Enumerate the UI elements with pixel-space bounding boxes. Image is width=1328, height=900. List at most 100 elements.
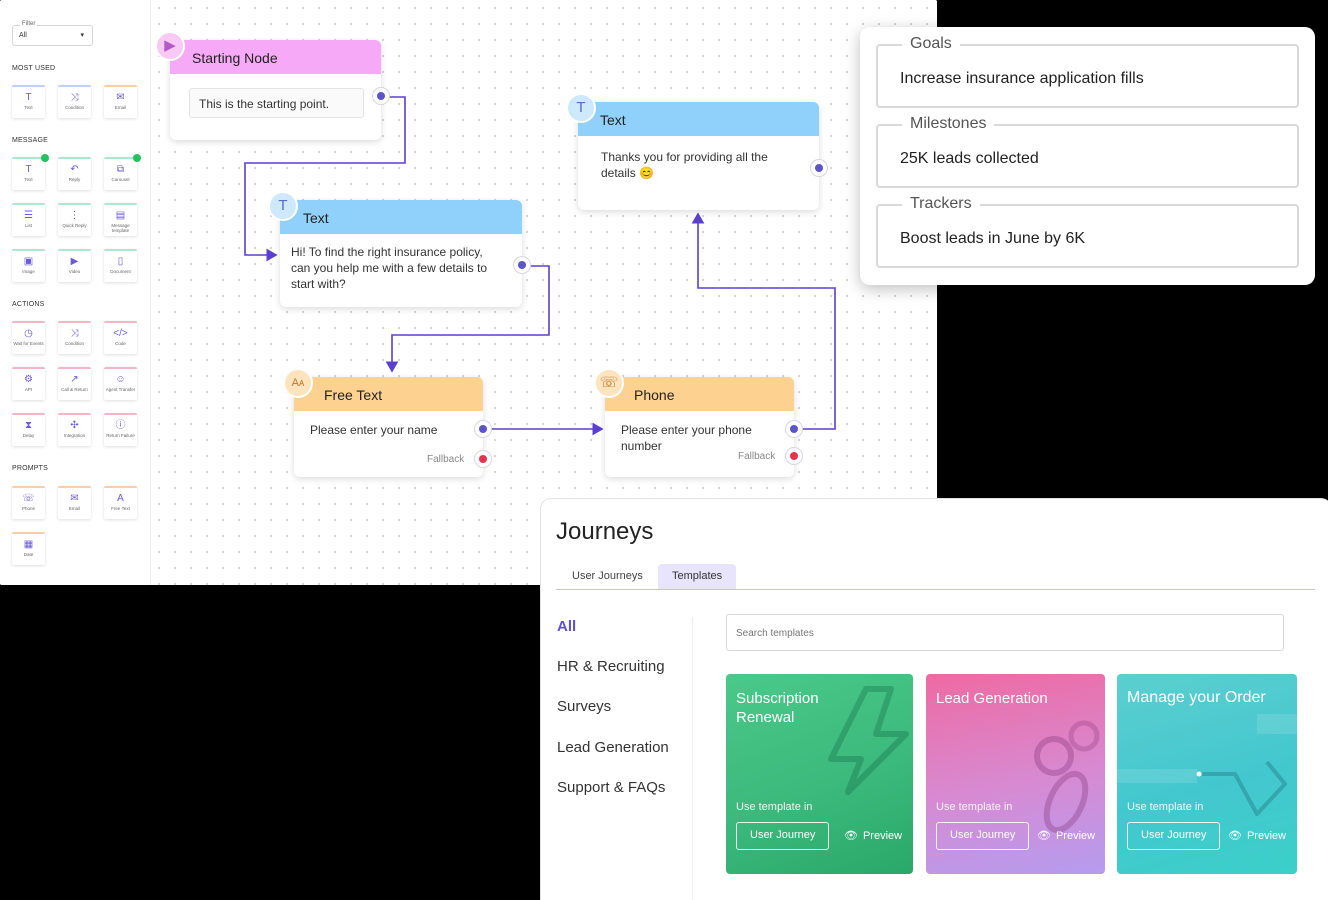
template-card-subscription-renewal[interactable]: Subscription Renewal Use template in Use… — [726, 674, 913, 874]
image-icon: ▣ — [23, 256, 34, 267]
start-text-box: This is the starting point. — [189, 88, 364, 118]
template-card-lead-generation[interactable]: Lead Generation Use template in User Jou… — [926, 674, 1105, 874]
tile-call-and-return[interactable]: ↗ Call & Return — [58, 367, 91, 400]
node-text-line: start with? — [291, 277, 346, 291]
tile-date[interactable]: ▦ Date — [12, 532, 45, 565]
connector-text-to-free-text — [385, 265, 550, 373]
tile-label: Date — [23, 552, 34, 557]
tile-document[interactable]: ▯ Document — [104, 249, 137, 282]
card-title: Lead Generation — [936, 690, 1048, 707]
preview-button[interactable]: 👁Preview — [1228, 829, 1286, 842]
tile-label: List — [24, 223, 32, 228]
node-text-line: Thanks you for providing all the — [601, 150, 768, 164]
tile-video[interactable]: ▶ Video — [58, 249, 91, 282]
tile-code[interactable]: </> Code — [104, 321, 137, 354]
free-text-node[interactable]: Free Text Please enter your name Fallbac… — [294, 377, 483, 477]
trackers-field[interactable]: Trackers Boost leads in June by 6K — [876, 195, 1299, 268]
tile-carousel[interactable]: ⧉ Carousel — [104, 154, 141, 190]
milestones-legend: Milestones — [902, 115, 995, 133]
category-surveys[interactable]: Surveys — [557, 698, 612, 715]
fallback-port[interactable] — [475, 451, 491, 467]
tile-condition[interactable]: ⤨ Condition — [58, 321, 91, 354]
fallback-label: Fallback — [738, 451, 776, 462]
condition-icon: ⤨ — [70, 92, 79, 103]
tile-text[interactable]: T Text — [12, 85, 45, 118]
whatsapp-icon — [41, 154, 49, 162]
search-placeholder: Search templates — [736, 628, 814, 639]
tile-quick-reply[interactable]: ⋮ Quick Reply — [58, 203, 91, 236]
tile-wait-for-events[interactable]: ◷ Wait for Events — [12, 321, 45, 354]
output-port[interactable] — [514, 257, 530, 273]
tile-delay[interactable]: ⧗ Delay — [12, 413, 45, 446]
tile-phone[interactable]: ☏ Phone — [12, 486, 45, 519]
goals-value: Increase insurance application fills — [900, 70, 1144, 87]
output-port[interactable] — [786, 421, 802, 437]
node-text-line: Please enter your phone — [621, 423, 752, 437]
tab-templates[interactable]: Templates — [658, 564, 737, 589]
tile-email[interactable]: ✉ Email — [104, 85, 137, 118]
output-port[interactable] — [475, 421, 491, 437]
eye-icon: 👁 — [1228, 830, 1242, 842]
node-title: Starting Node — [192, 50, 278, 66]
starting-node[interactable]: Starting Node This is the starting point… — [170, 40, 381, 140]
category-hr-recruiting[interactable]: HR & Recruiting — [557, 658, 665, 675]
phone-node[interactable]: Phone Please enter your phone number Fal… — [605, 377, 794, 477]
preview-button[interactable]: 👁Preview — [1037, 829, 1095, 842]
tile-label: Wait for Events — [13, 341, 44, 346]
tile-label: Integration — [63, 433, 86, 438]
tile-integration[interactable]: ✣ Integration — [58, 413, 91, 446]
text-icon: T — [25, 164, 32, 175]
page-title: Journeys — [556, 518, 654, 545]
text-node[interactable]: Text Thanks you for providing all the de… — [578, 102, 819, 210]
output-port[interactable] — [373, 88, 389, 104]
tile-reply[interactable]: ↶ Reply — [58, 157, 91, 190]
user-journey-button[interactable]: User Journey — [1127, 822, 1221, 850]
template-card-manage-your-order[interactable]: Manage your Order Use template in User J… — [1117, 674, 1297, 874]
tile-label: Call & Return — [61, 387, 88, 392]
user-journey-button[interactable]: User Journey — [936, 822, 1030, 850]
tile-label: Condition — [64, 341, 84, 346]
tile-email[interactable]: ✉ Email — [58, 486, 91, 519]
tile-image[interactable]: ▣ Image — [12, 249, 45, 282]
tile-agent-transfer[interactable]: ☺ Agent Transfer — [104, 367, 137, 400]
tile-text[interactable]: T Text — [12, 154, 49, 190]
tile-label: Delay — [22, 433, 35, 438]
tile-label: API — [24, 387, 33, 392]
journeys-panel: Journeys User Journeys Templates All HR … — [541, 499, 1328, 900]
tile-return-failure[interactable]: ⓘ Return Failure — [104, 413, 137, 446]
preview-button[interactable]: 👁Preview — [844, 829, 902, 842]
phone-icon: ☏ — [22, 493, 35, 504]
milestones-field[interactable]: Milestones 25K leads collected — [876, 115, 1299, 188]
user-journey-button[interactable]: User Journey — [736, 822, 830, 850]
tile-label: Return Failure — [106, 433, 135, 438]
tile-label: Image — [22, 269, 35, 274]
fallback-label: Fallback — [427, 454, 465, 465]
tile-label: Code — [115, 341, 126, 346]
output-port[interactable] — [811, 160, 827, 176]
tile-label: Video — [68, 269, 81, 274]
text-node[interactable]: Text Hi! To find the right insurance pol… — [280, 200, 522, 307]
fallback-port[interactable] — [786, 448, 802, 464]
divider — [692, 617, 693, 900]
tile-label: Text — [24, 105, 33, 110]
category-support-faqs[interactable]: Support & FAQs — [557, 779, 666, 796]
category-all[interactable]: All — [557, 618, 577, 635]
tile-free-text[interactable]: A Free Text — [104, 486, 137, 519]
card-use-label: Use template in — [1127, 801, 1204, 813]
goals-panel: Goals Increase insurance application fil… — [860, 27, 1315, 285]
category-lead-generation[interactable]: Lead Generation — [557, 739, 669, 756]
node-title: Free Text — [324, 387, 383, 403]
tile-message-template[interactable]: ▤ Message template — [104, 203, 137, 236]
calendar-icon: ▦ — [23, 539, 34, 550]
tile-condition[interactable]: ⤨ Condition — [58, 85, 91, 118]
tile-label: Free Text — [111, 506, 130, 511]
tile-api[interactable]: ⚙ API — [12, 367, 45, 400]
tab-user-journeys[interactable]: User Journeys — [572, 570, 643, 582]
whatsapp-icon — [133, 154, 141, 162]
goals-field[interactable]: Goals Increase insurance application fil… — [876, 35, 1299, 108]
search-input[interactable]: Search templates — [726, 614, 1284, 651]
hourglass-icon: ⧗ — [24, 420, 33, 431]
email-icon: ✉ — [70, 493, 79, 504]
tile-list[interactable]: ☰ List — [12, 203, 45, 236]
filter-select[interactable]: Filter All ▾ — [12, 21, 93, 46]
